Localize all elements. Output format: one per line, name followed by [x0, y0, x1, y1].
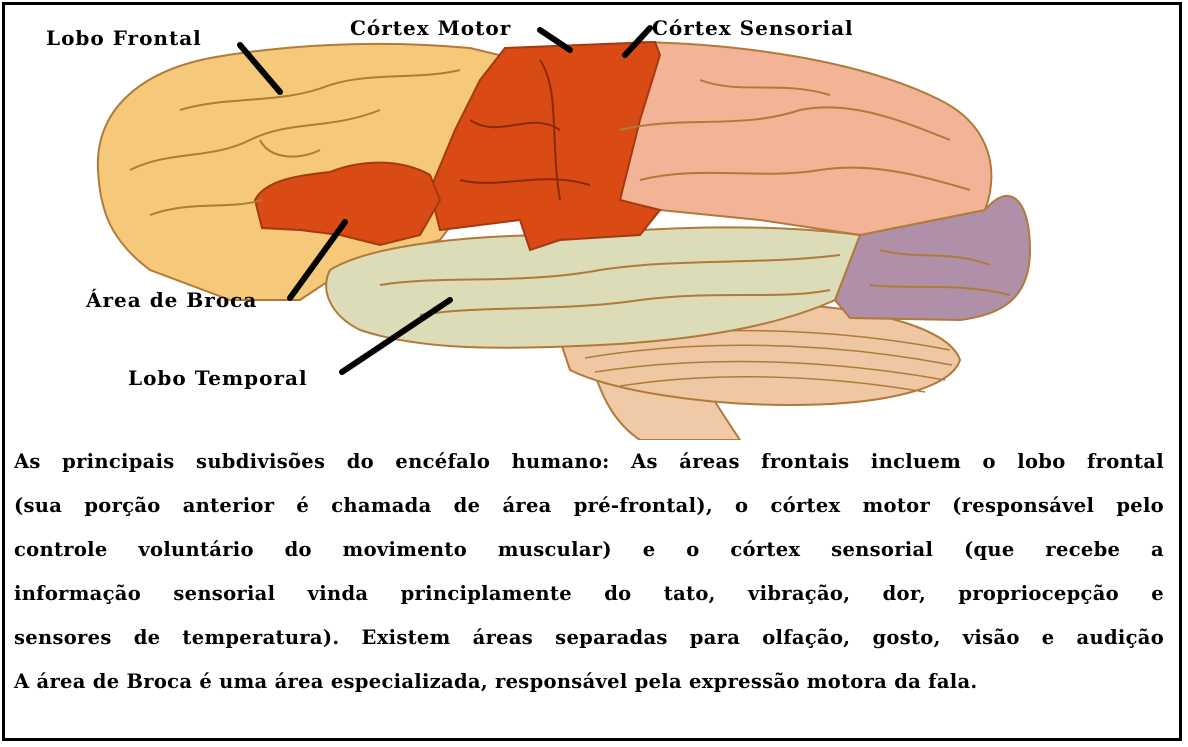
caption-line: informação sensorial vinda principlament… [14, 572, 1164, 616]
caption-line: As principais subdivisões do encéfalo hu… [14, 440, 1164, 484]
frontal-lobe-label: Lobo Frontal [46, 26, 202, 50]
motor-cortex-label: Córtex Motor [350, 16, 511, 40]
sensory-cortex-label: Córtex Sensorial [652, 16, 854, 40]
caption-line: A área de Broca é uma área especializada… [14, 660, 1164, 704]
caption-line: controle voluntário do movimento muscula… [14, 528, 1164, 572]
caption-line: (sua porção anterior é chamada de área p… [14, 484, 1164, 528]
temporal-lobe-label: Lobo Temporal [128, 366, 308, 390]
figure-caption: As principais subdivisões do encéfalo hu… [14, 440, 1164, 704]
broca-area-label: Área de Broca [86, 288, 257, 312]
caption-line: sensores de temperatura). Existem áreas … [14, 616, 1164, 660]
